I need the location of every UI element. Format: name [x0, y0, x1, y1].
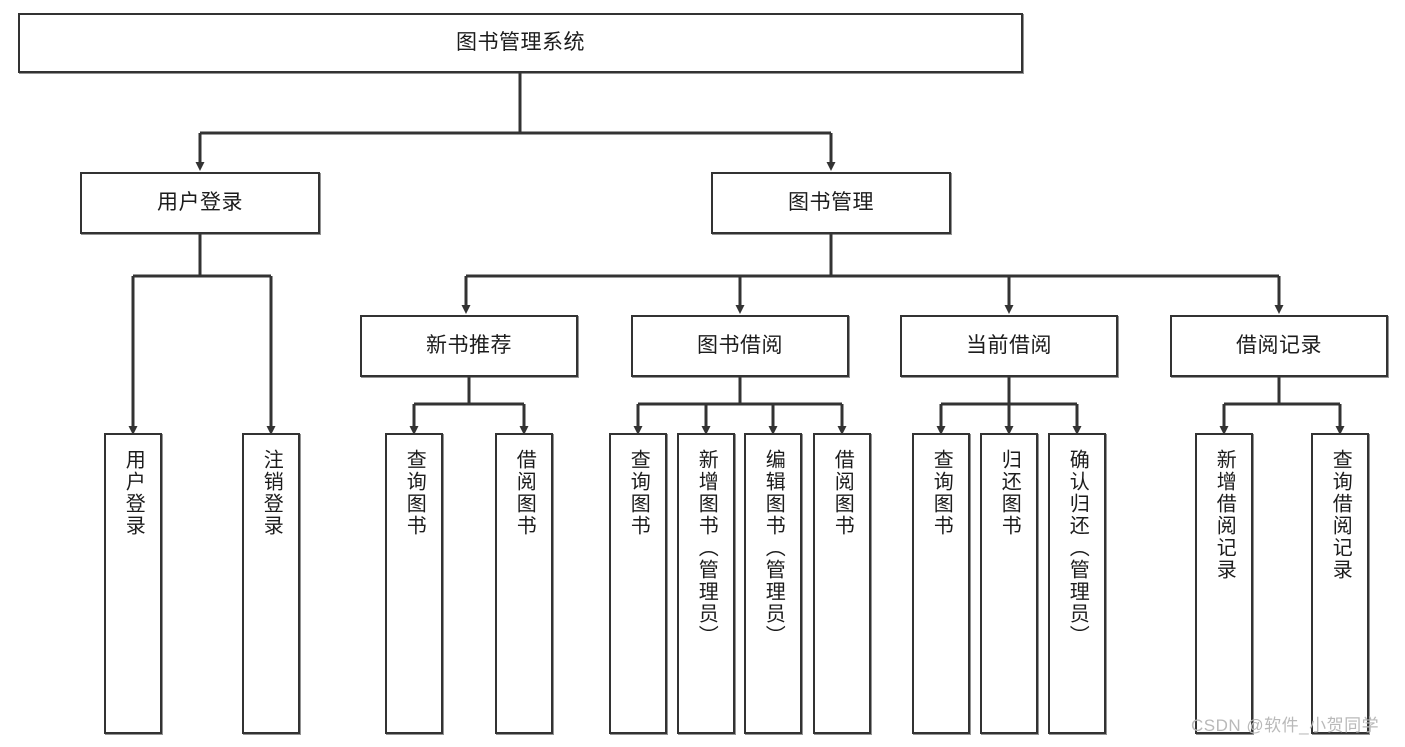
csdn-watermark: CSDN @软件_小贺同学	[1191, 716, 1380, 735]
leaf-query-book-borrow[interactable]: 查询图书	[609, 433, 667, 734]
node-label: 查询借阅记录	[1329, 449, 1352, 581]
node-label: 图书管理系统	[456, 31, 585, 55]
node-label: 借阅图书	[513, 449, 536, 537]
leaf-confirm-return-admin[interactable]: 确认归还（管理员）	[1048, 433, 1106, 734]
leaf-borrow-book-recommend[interactable]: 借阅图书	[495, 433, 553, 734]
node-user-login[interactable]: 用户登录	[80, 172, 320, 234]
node-label: 确认归还（管理员）	[1066, 449, 1089, 647]
node-label: 归还图书	[998, 449, 1021, 537]
leaf-add-book-admin[interactable]: 新增图书（管理员）	[677, 433, 735, 734]
node-label: 注销登录	[260, 449, 283, 537]
node-new-book-recommend[interactable]: 新书推荐	[360, 315, 578, 377]
node-label: 查询图书	[930, 449, 953, 537]
leaf-user-login[interactable]: 用户登录	[104, 433, 162, 734]
node-label: 编辑图书（管理员）	[762, 449, 785, 647]
node-label: 图书管理	[788, 191, 874, 215]
node-label: 当前借阅	[966, 334, 1052, 358]
node-label: 新书推荐	[426, 334, 512, 358]
node-label: 借阅图书	[831, 449, 854, 537]
leaf-return-book[interactable]: 归还图书	[980, 433, 1038, 734]
leaf-borrow-book-borrow[interactable]: 借阅图书	[813, 433, 871, 734]
node-label: 新增借阅记录	[1213, 449, 1236, 581]
leaf-query-book-current[interactable]: 查询图书	[912, 433, 970, 734]
node-borrow-record[interactable]: 借阅记录	[1170, 315, 1388, 377]
leaf-query-book-recommend[interactable]: 查询图书	[385, 433, 443, 734]
node-label: 借阅记录	[1236, 334, 1322, 358]
node-book-management[interactable]: 图书管理	[711, 172, 951, 234]
node-label: 图书借阅	[697, 334, 783, 358]
leaf-add-borrow-record[interactable]: 新增借阅记录	[1195, 433, 1253, 734]
node-label: 查询图书	[403, 449, 426, 537]
leaf-logout-login[interactable]: 注销登录	[242, 433, 300, 734]
node-book-management-system[interactable]: 图书管理系统	[18, 13, 1023, 73]
node-label: 用户登录	[122, 449, 145, 537]
node-label: 新增图书（管理员）	[695, 449, 718, 647]
node-label: 查询图书	[627, 449, 650, 537]
leaf-edit-book-admin[interactable]: 编辑图书（管理员）	[744, 433, 802, 734]
node-current-borrow[interactable]: 当前借阅	[900, 315, 1118, 377]
leaf-query-borrow-record[interactable]: 查询借阅记录	[1311, 433, 1369, 734]
node-book-borrow[interactable]: 图书借阅	[631, 315, 849, 377]
node-label: 用户登录	[157, 191, 243, 215]
